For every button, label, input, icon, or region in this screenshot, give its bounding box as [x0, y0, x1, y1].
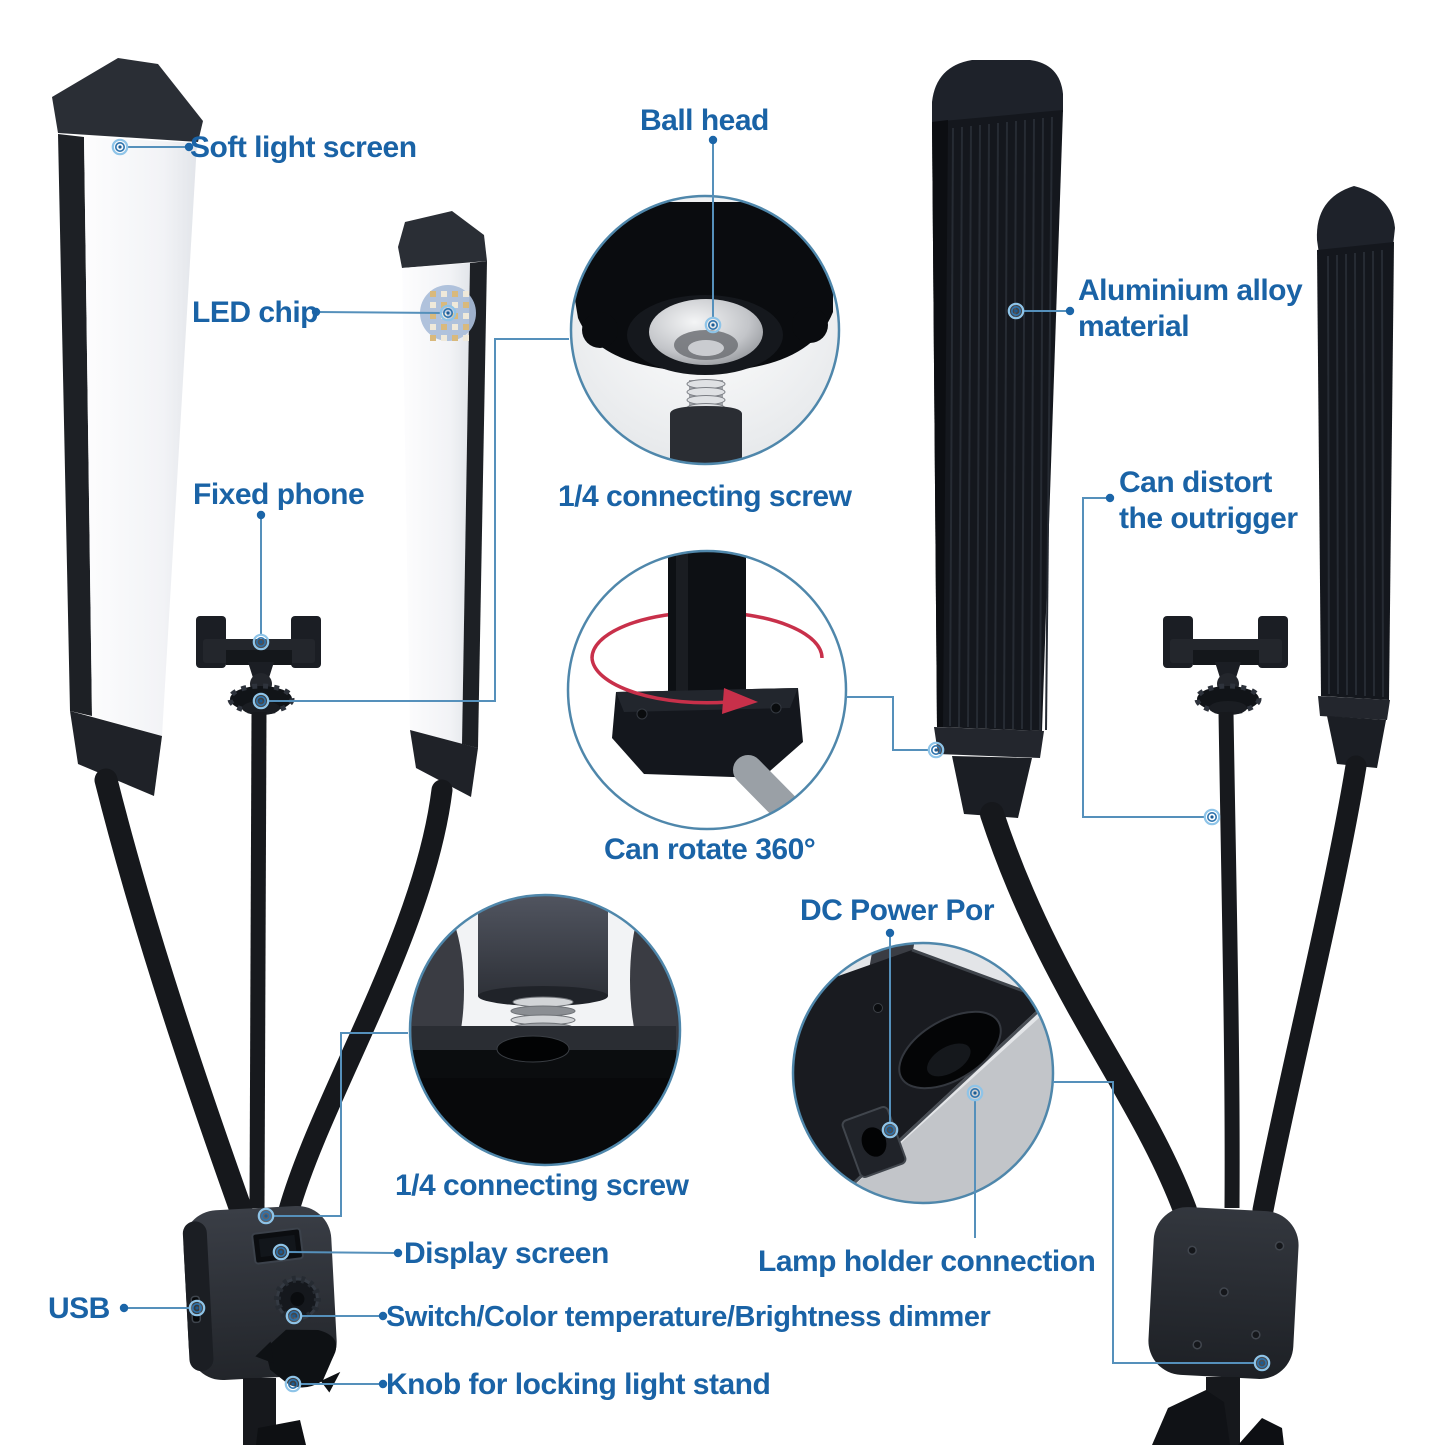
leader-dot-icon	[393, 1248, 403, 1258]
leader-dot-icon	[311, 307, 321, 317]
callout-target-icon	[188, 1299, 206, 1317]
phone-holder-right-stem	[1218, 711, 1240, 1209]
control-box-front	[182, 1205, 341, 1393]
label-lamp-holder-connection: Lamp holder connection	[758, 1245, 1096, 1278]
left-lamp-small	[398, 211, 487, 797]
callout-target-icon	[252, 692, 270, 710]
callout-target-icon	[285, 1307, 303, 1325]
right-lamp-large	[932, 60, 1063, 818]
phone-holder-left-stem	[249, 711, 267, 1209]
leader-dot-icon	[378, 1311, 388, 1321]
callout-target-icon	[284, 1375, 302, 1393]
label-soft-light-screen: Soft light screen	[190, 131, 417, 164]
right-lamp-small-arm	[1252, 755, 1367, 1221]
label-fixed-phone: Fixed phone	[193, 478, 365, 511]
label-knob-locking: Knob for locking light stand	[386, 1368, 771, 1401]
phone-holder-right	[1163, 616, 1288, 715]
locking-knob	[264, 1329, 337, 1388]
callout-target-icon	[439, 304, 457, 322]
left-lamp-small-arm	[278, 779, 453, 1221]
connecting-screw-zoom-circle	[408, 893, 682, 1167]
callout-target-icon	[1203, 808, 1221, 826]
label-connecting-screw-bottom: 1/4 connecting screw	[395, 1169, 689, 1202]
callout-target-icon	[1253, 1354, 1271, 1372]
label-ball-head: Ball head	[640, 104, 769, 137]
callout-target-icon	[272, 1243, 290, 1261]
label-dc-power-port: DC Power Por	[800, 894, 995, 927]
label-switch-dimmer: Switch/Color temperature/Brightness dimm…	[386, 1301, 991, 1333]
callout-target-icon	[881, 1121, 899, 1139]
leader-dots	[119, 135, 1115, 1389]
control-box-back	[1148, 1207, 1299, 1379]
callout-target-icon	[252, 633, 270, 651]
leader-dot-icon	[1105, 493, 1115, 503]
right-lamp-small	[1316, 186, 1395, 768]
leader-dot-icon	[119, 1303, 129, 1313]
label-can-distort-line1: Can distort	[1119, 466, 1272, 499]
leader-dot-icon	[708, 135, 718, 145]
label-can-rotate: Can rotate 360°	[604, 833, 816, 866]
callout-target-icon	[111, 138, 129, 156]
label-usb: USB	[48, 1292, 110, 1325]
label-connecting-screw-top: 1/4 connecting screw	[558, 480, 852, 513]
leader-dot-icon	[1065, 306, 1075, 316]
dc-port-zoom-circle	[791, 941, 1055, 1205]
left-lamp-large	[52, 58, 203, 796]
callout-target-icon	[257, 1207, 275, 1225]
leader-dot-icon	[885, 928, 895, 938]
right-tripod-head	[1152, 1390, 1230, 1445]
callout-target-icon	[966, 1084, 984, 1102]
label-aluminium-alloy: Aluminium alloy material	[1078, 273, 1303, 345]
left-stand-clamp	[256, 1420, 306, 1445]
leader-dot-icon	[184, 142, 194, 152]
leader-dot-icon	[378, 1379, 388, 1389]
callout-target-icon	[927, 741, 945, 759]
leader-lines	[127, 144, 1255, 1385]
label-aluminium-alloy-line1: Aluminium alloy	[1078, 274, 1303, 307]
leader-dot-icon	[256, 510, 266, 520]
callout-target-icon	[1007, 302, 1025, 320]
rotate-360-zoom-circle	[566, 549, 848, 831]
label-led-chip: LED chip	[192, 296, 319, 329]
right-tripod-leg	[1238, 1418, 1284, 1445]
label-can-distort-line2: the outrigger	[1119, 502, 1298, 535]
callout-target-icon	[704, 316, 722, 334]
ball-head-zoom-circle	[569, 194, 841, 466]
label-aluminium-alloy-line2: material	[1078, 310, 1190, 343]
label-display-screen: Display screen	[404, 1237, 609, 1270]
left-lamp-large-arm	[94, 768, 253, 1222]
label-can-distort: Can distort the outrigger	[1119, 465, 1298, 537]
right-lamp-large-arm	[980, 802, 1197, 1222]
